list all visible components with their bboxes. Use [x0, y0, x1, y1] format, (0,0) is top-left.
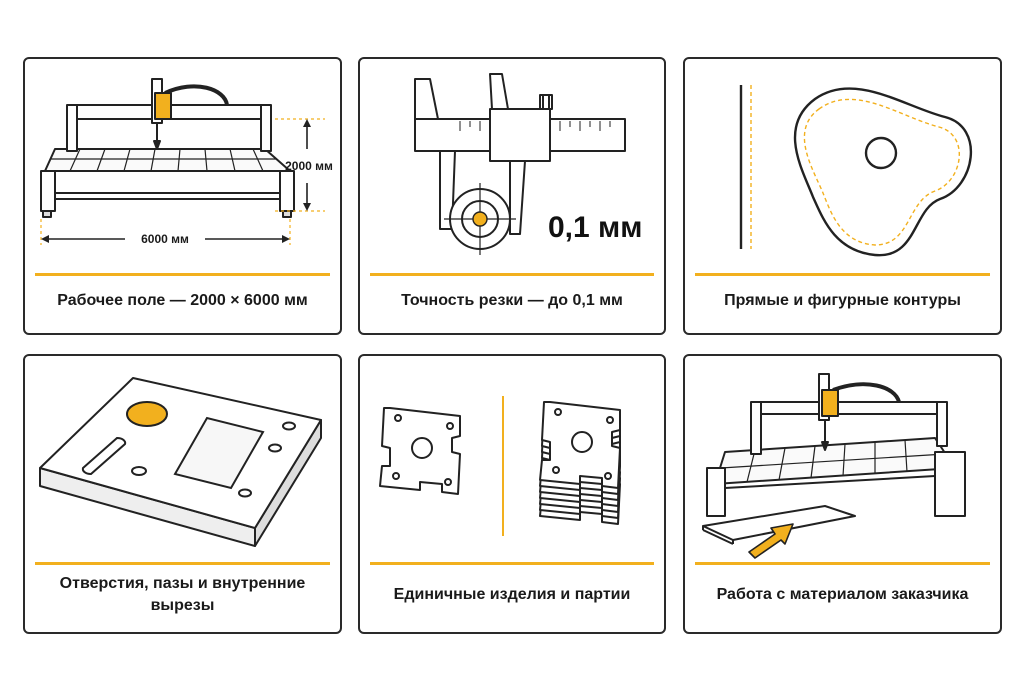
card-contours: Прямые и фигурные контуры	[683, 57, 1002, 335]
card-divider	[370, 273, 654, 276]
card-divider	[35, 562, 330, 565]
card-divider	[695, 273, 990, 276]
cnc-table-illustration: 2000 мм 6000 мм	[40, 78, 333, 246]
card-divider	[35, 273, 330, 276]
width-dimension-label: 6000 мм	[141, 232, 189, 246]
precision-value: 0,1 мм	[548, 211, 642, 244]
card-caption: Работа с материалом заказчика	[716, 586, 969, 603]
card-caption: Точность резки — до 0,1 мм	[401, 292, 623, 309]
card-holes: Отверстия, пазы и внутренние вырезы	[23, 354, 342, 634]
parts-batch-illustration	[379, 396, 621, 536]
card-divider	[695, 562, 990, 565]
perforated-plate-illustration	[39, 377, 322, 547]
contour-shapes-illustration	[739, 85, 972, 257]
card-caption: Рабочее поле — 2000 × 6000 мм	[57, 292, 308, 309]
card-caption: Единичные изделия и партии	[393, 586, 631, 603]
card-caption: Отверстия, пазы и внутренние вырезы	[59, 575, 306, 614]
card-caption: Прямые и фигурные контуры	[724, 292, 961, 309]
card-work-area: 2000 мм 6000 мм Рабочее поле — 2000 × 60…	[23, 57, 342, 335]
height-dimension-label: 2000 мм	[285, 159, 333, 173]
material-loading-illustration	[702, 373, 966, 559]
card-precision: 0,1 мм Точность резки — до 0,1 мм	[358, 57, 666, 335]
caliper-illustration: 0,1 мм	[414, 73, 642, 255]
card-batches: Единичные изделия и партии	[358, 354, 666, 634]
card-divider	[370, 562, 654, 565]
card-customer-material: Работа с материалом заказчика	[683, 354, 1002, 634]
